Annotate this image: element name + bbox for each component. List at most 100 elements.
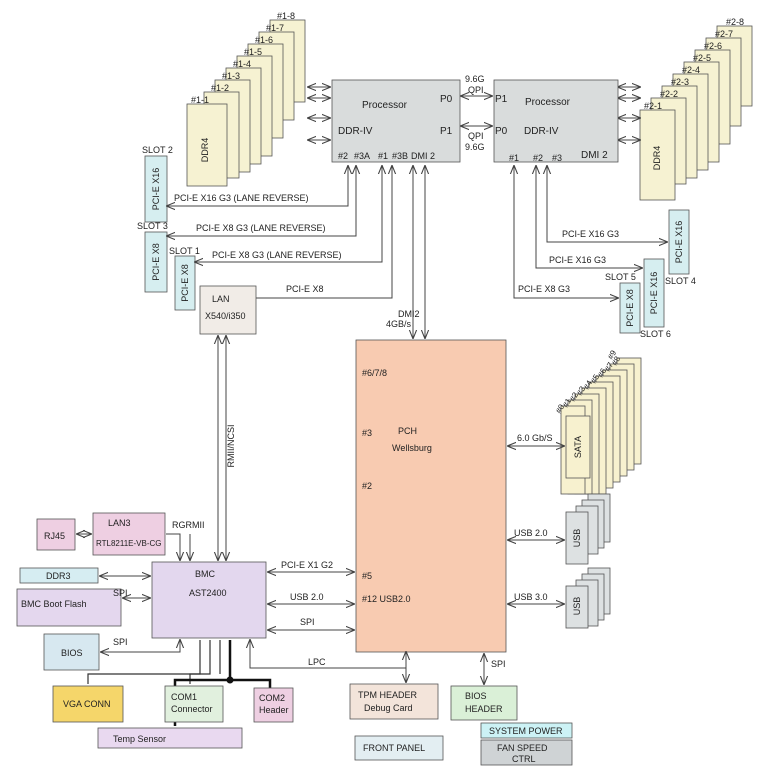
fan-speed-ctrl: FAN SPEED CTRL [480,739,573,766]
pch-title: PCH [398,426,417,436]
temp-sensor: Temp Sensor [97,727,243,749]
slot-1-label: PCI-E X8 [180,264,190,302]
processor-2-port: #3 [552,153,562,163]
slot-6-name: SLOT 6 [640,329,671,339]
slot-3: SLOT 3 PCI-E X8 [137,221,168,293]
front-panel-label: FRONT PANEL [363,743,425,753]
dimm-label: #2-3 [671,77,689,87]
dimm-label: #2-7 [715,29,733,39]
com2-sub: Header [259,705,289,715]
processor-2: Processor DDR-IV P1 P0 DMI 2 #1 #2 #3 [493,79,619,163]
processor-1-port: #1 [378,151,388,161]
link-label-usb2: USB 2.0 [514,528,548,538]
processor-1-port: #2 [338,151,348,161]
bmc-title: BMC [195,569,216,579]
dimm-label: #2-6 [704,41,722,51]
slot-4: SLOT 4 PCI-E X16 [665,209,696,286]
link-label-lan: PCI-E X8 [286,284,324,294]
slot-2: SLOT 2 PCI-E X16 [142,145,173,223]
dimm-label: #1-5 [244,47,262,57]
cpu1-dimm-stack: #1-8 #1-7 #1-6 #1-5 #1-4 #1-3 #1-2 #1-1 … [186,11,306,187]
bios-chip: BIOS [43,633,100,671]
tpm-header: TPM HEADER Debug Card [349,683,439,720]
dimm-label: #2-1 [644,101,662,111]
dimm-type-label: DDR4 [652,146,662,171]
bmc-boot-flash: BMC Boot Flash [16,588,122,627]
slot-5-label: PCI-E X8 [625,289,635,327]
cpu2-dimm-stack: #2-8 #2-7 #2-6 #2-5 #2-4 #2-3 #2-2 #2-1 … [639,17,753,201]
slot-4-name: SLOT 4 [665,276,696,286]
com2-label: COM2 [259,693,285,703]
lan3-title: LAN3 [108,518,131,528]
link-label-pch-bios-spi: SPI [491,659,506,669]
processor-1-p0: P0 [440,94,453,105]
dimm-label: #1-7 [266,23,284,33]
processor-1-title: Processor [362,100,408,111]
processor-2-port: #2 [533,153,543,163]
processor-1-port: #3A [354,151,370,161]
dimm-label: #1-3 [222,71,240,81]
bmc-model: AST2400 [189,588,227,598]
cpu2-pcie-links [514,166,667,298]
com1-connector: COM1 Connector [164,685,224,723]
link-label-lpc: LPC [308,657,326,667]
link-label-slot2: PCI-E X16 G3 (LANE REVERSE) [174,193,309,203]
slot-6-label: PCI-E X16 [649,272,659,315]
link-label-slot3: PCI-E X8 G3 (LANE REVERSE) [196,223,326,233]
link-label-rgrmii: RGRMII [172,520,205,530]
dimm-type-label: DDR4 [200,138,210,163]
pch-port-678: #6/7/8 [362,368,387,378]
slot-1: SLOT 1 PCI-E X8 [169,246,200,311]
processor-2-p0: P0 [495,126,508,137]
processor-1: Processor DDR-IV P0 P1 #2 #3A #1 #3B DMI… [331,79,461,163]
cpu1-pcie-links [167,166,425,338]
processor-1-p1: P1 [440,126,453,137]
pch-port-3: #3 [362,428,372,438]
front-panel: FRONT PANEL [354,735,444,761]
fan-speed-label: FAN SPEED [497,743,548,753]
qpi-links: 9.6G QPI QPI 9.6G [461,74,492,152]
link-label-slot5: PCI-E X8 G3 [518,284,570,294]
ddr3: DDR3 [19,567,99,584]
processor-1-port: #3B [392,151,408,161]
pch-port-12: #12 USB2.0 [362,594,411,604]
bus-junction [226,676,234,684]
com2-header: COM2 Header [253,687,294,723]
usb3-stack: USB [565,567,611,629]
lan-controller: LAN X540/i350 [199,285,257,335]
link-label-dmi-speed: 4GB/s [386,319,412,329]
temp-sensor-label: Temp Sensor [113,734,166,744]
pch-port-2: #2 [362,481,372,491]
processor-1-port: DMI 2 [411,151,435,161]
vga-conn-label: VGA CONN [63,699,111,709]
bios-chip-label: BIOS [61,648,83,658]
link-label-sata: 6.0 Gb/S [517,433,553,443]
link-label-dmi: DMI2 [398,309,420,319]
lan-model: X540/i350 [205,311,246,321]
dimm-label: #1-8 [277,11,295,21]
processor-2-dmi: DMI 2 [581,150,608,161]
link-label-usb3: USB 3.0 [514,592,548,602]
slot-2-label: PCI-E X16 [151,168,161,211]
lan3-model: RTL8211E-VB-CG [96,539,162,548]
usb2-stack: USB [565,493,611,565]
tpm-label: TPM HEADER [358,690,418,700]
vga-conn: VGA CONN [52,685,124,723]
pch: #6/7/8 PCH Wellsburg #3 #2 #5 #12 USB2.0 [355,339,507,653]
lan-title: LAN [212,294,230,304]
bios-header-sub: HEADER [465,704,503,714]
slot-5-name: SLOT 5 [605,272,636,282]
tpm-sub: Debug Card [364,703,413,713]
slot-2-name: SLOT 2 [142,145,173,155]
fan-speed-sub: CTRL [512,754,536,764]
ddr3-label: DDR3 [46,571,71,581]
link-label-slot4: PCI-E X16 G3 [562,229,619,239]
dimm-label: #2-2 [660,89,678,99]
usb2-label: USB [572,529,582,548]
link-label-bmc-spi: SPI [300,617,315,627]
slot-1-name: SLOT 1 [169,246,200,256]
link-label-bmc-pcie: PCI-E X1 G2 [281,560,333,570]
qpi-top-speed: 9.6G [465,74,485,84]
sata-stack: #0 #1 #2 #3 #4 #5 #6 #7 #8 #9 SATA [554,348,642,495]
